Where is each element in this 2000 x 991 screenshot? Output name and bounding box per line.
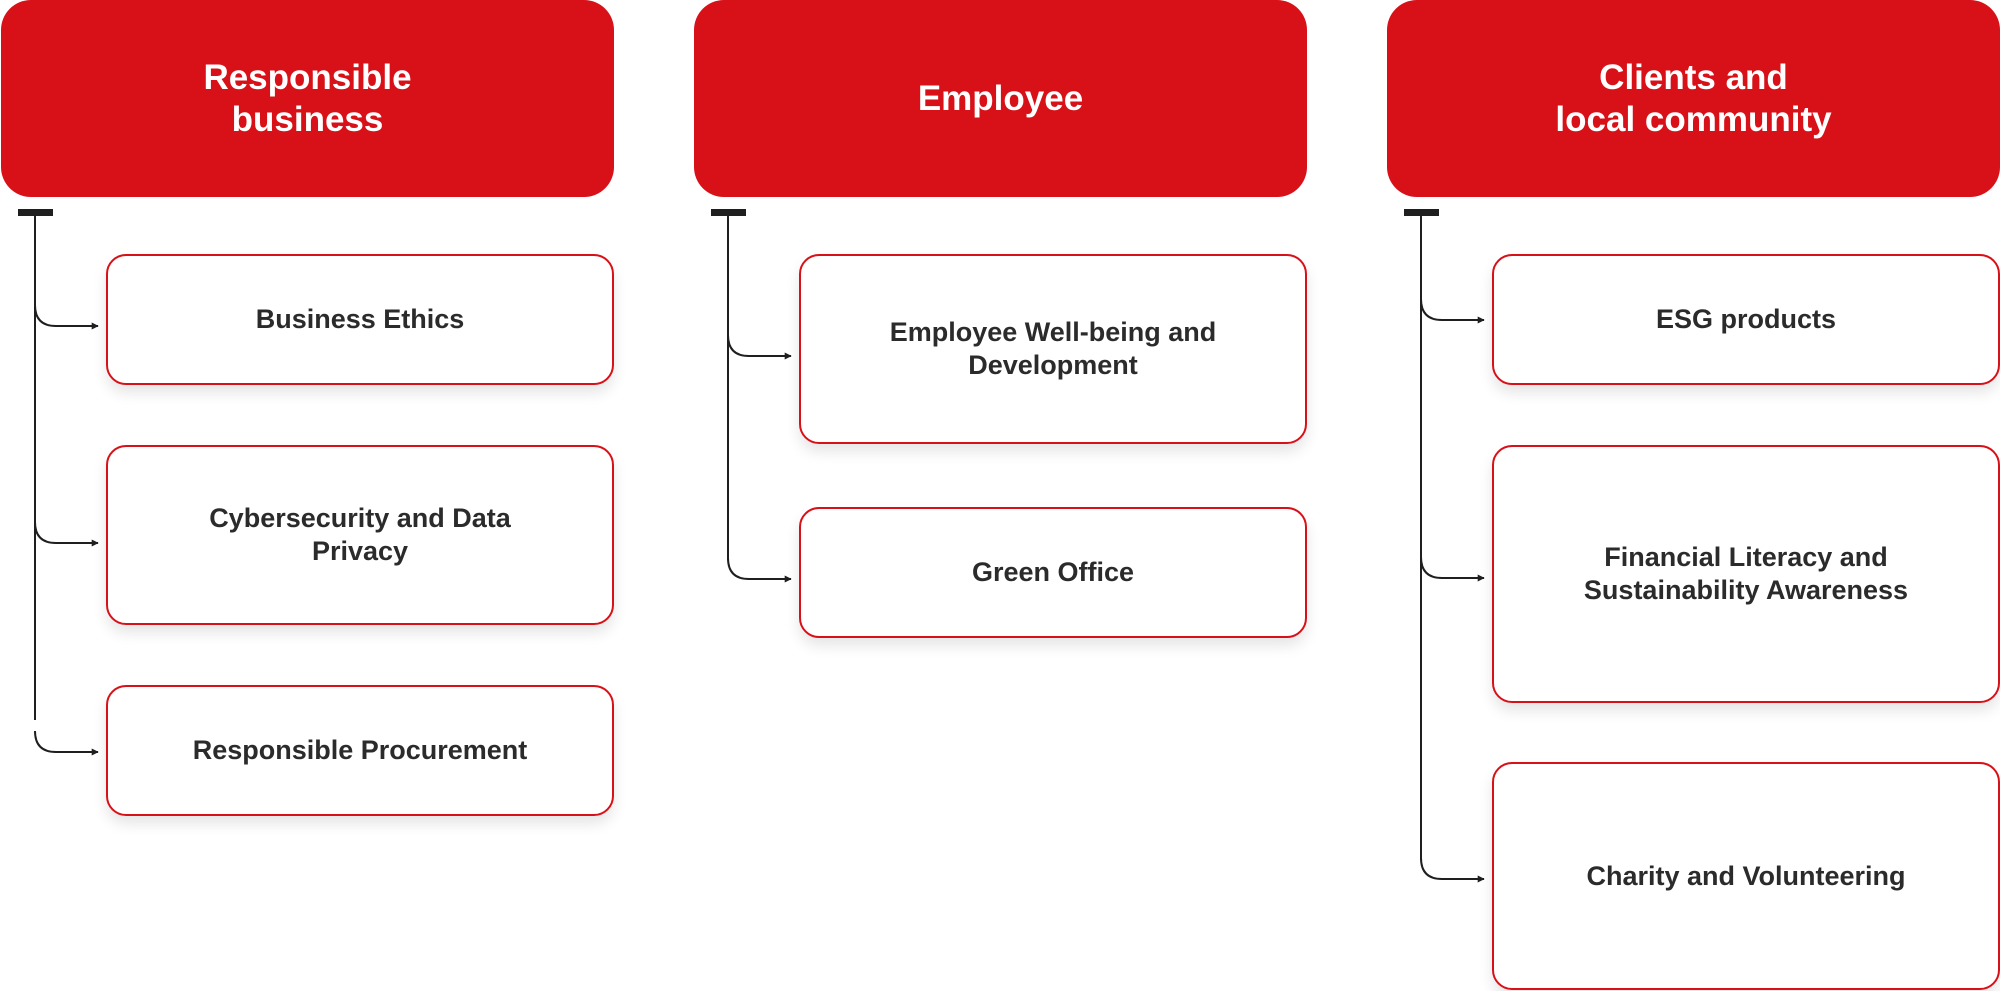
connector-arrow <box>1420 857 1485 883</box>
connector-group-clients-community <box>1404 209 1485 883</box>
connector-arrow <box>727 557 792 583</box>
item-card-responsible-procurement: Responsible Procurement <box>106 685 614 816</box>
column-header-responsible-business: Responsible business <box>1 0 614 197</box>
item-card-cybersecurity: Cybersecurity and Data Privacy <box>106 445 614 625</box>
connector-arrow <box>727 334 792 360</box>
connector-group-employee <box>711 209 792 583</box>
column-header-clients-community: Clients and local community <box>1387 0 2000 197</box>
item-card-financial-literacy: Financial Literacy and Sustainability Aw… <box>1492 445 2000 703</box>
connector-arrow <box>34 730 99 756</box>
connector-arrow <box>1420 298 1485 324</box>
connector-cap <box>711 209 746 216</box>
item-card-green-office: Green Office <box>799 507 1307 638</box>
connector-cap <box>1404 209 1439 216</box>
item-card-business-ethics: Business Ethics <box>106 254 614 385</box>
connector-arrow <box>1420 556 1485 582</box>
item-card-employee-wellbeing: Employee Well-being and Development <box>799 254 1307 444</box>
connector-arrow <box>34 521 99 547</box>
column-header-employee: Employee <box>694 0 1307 197</box>
item-card-charity-volunteering: Charity and Volunteering <box>1492 762 2000 990</box>
connector-group-responsible-business <box>18 209 99 756</box>
connector-cap <box>18 209 53 216</box>
item-card-esg-products: ESG products <box>1492 254 2000 385</box>
connector-arrow <box>34 304 99 330</box>
